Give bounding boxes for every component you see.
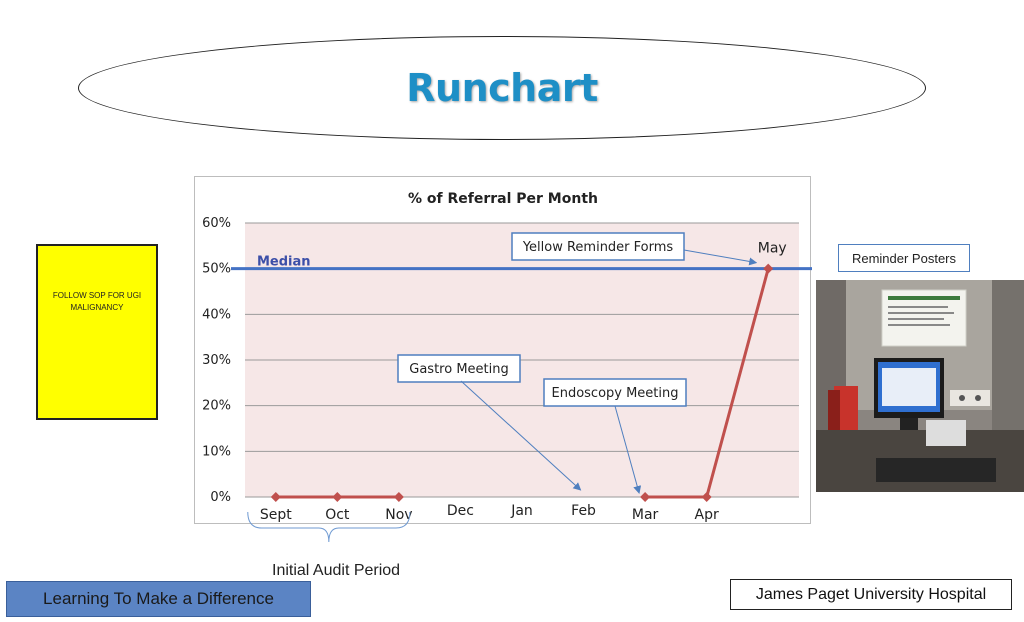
reminder-poster-photo: [816, 280, 1024, 492]
annotation-box: [543, 378, 687, 407]
y-tick-label: 0%: [210, 490, 231, 505]
sop-note-text: FOLLOW SOP FOR UGI MALIGNANCY: [52, 291, 142, 312]
reminder-posters-label: Reminder Posters: [838, 244, 970, 272]
photo-illustration: [816, 280, 1024, 492]
data-point: [332, 492, 343, 502]
data-point: [701, 492, 712, 502]
run-chart: % of Referral Per Month Median 0% 10% 20% 3…: [202, 191, 812, 523]
learning-footer-text: Learning To Make a Difference: [43, 589, 274, 608]
x-tick-label: Oct: [325, 507, 350, 523]
annotation-box: [511, 232, 685, 261]
x-tick-label: Jan: [510, 503, 533, 519]
sop-note-box: FOLLOW SOP FOR UGI MALIGNANCY: [36, 244, 158, 420]
chart-title: % of Referral Per Month: [408, 191, 598, 207]
x-tick-label: Sept: [260, 507, 292, 523]
y-tick-label: 60%: [202, 216, 231, 231]
data-point: [640, 492, 651, 502]
data-point: [763, 263, 774, 274]
x-tick-label: Dec: [447, 503, 474, 519]
x-tick-label: Nov: [385, 507, 412, 523]
y-tick-label: 10%: [202, 444, 231, 459]
x-tick-label: Mar: [632, 507, 659, 523]
annotation-text: Endoscopy Meeting: [551, 386, 678, 401]
hospital-name-text: James Paget University Hospital: [755, 585, 987, 603]
reminder-posters-text: Reminder Posters: [851, 250, 957, 266]
annotation-arrow: [683, 249, 758, 266]
x-tick-label: Feb: [571, 503, 596, 519]
chart-frame: % of Referral Per Month Median 0% 10% 20% 3…: [194, 176, 812, 524]
point-label: May: [758, 241, 787, 257]
annotation-box: [397, 354, 521, 383]
annotation-arrow: [460, 380, 582, 491]
learning-footer-badge: Learning To Make a Difference: [6, 581, 311, 617]
page-title: Runchart: [406, 66, 598, 110]
x-tick-label: Apr: [695, 507, 719, 523]
median-label: Median: [257, 255, 311, 270]
hospital-name-box: James Paget University Hospital: [730, 579, 1012, 610]
data-point: [393, 492, 404, 502]
data-point: [270, 492, 281, 502]
annotation-text: Gastro Meeting: [409, 362, 508, 377]
y-tick-label: 20%: [202, 399, 231, 414]
annotation-text: Yellow Reminder Forms: [522, 240, 674, 255]
y-tick-label: 30%: [202, 353, 231, 368]
title-ellipse: Runchart: [78, 36, 926, 140]
y-tick-label: 50%: [202, 262, 231, 277]
y-tick-label: 40%: [202, 307, 231, 322]
annotation-arrow: [614, 405, 642, 494]
initial-audit-period-label: Initial Audit Period: [272, 562, 401, 579]
